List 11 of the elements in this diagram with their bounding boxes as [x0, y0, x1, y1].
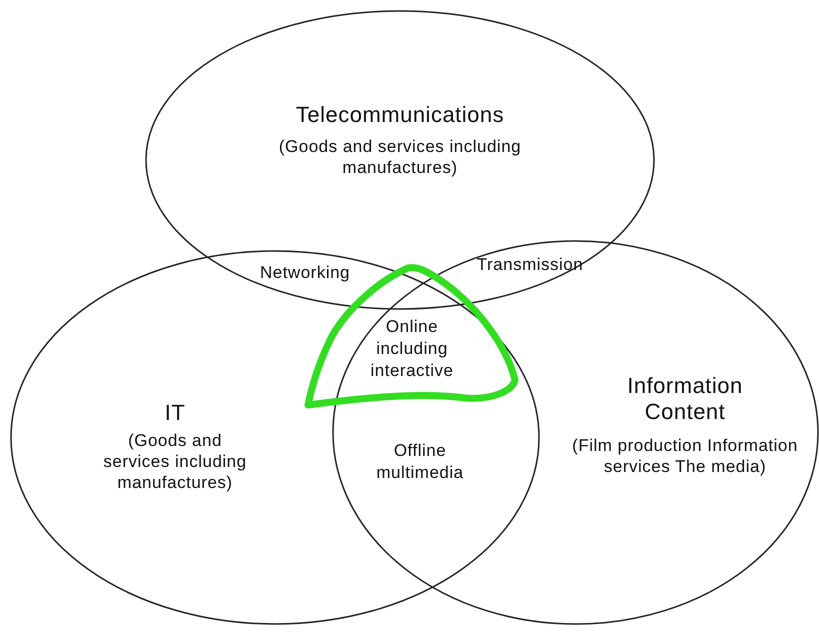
circle-description: (Goods and services including manufactures) — [278, 136, 522, 178]
circle-description: (Goods and services including manufactures) — [102, 430, 248, 493]
circle-heading: Information Content — [626, 373, 744, 425]
venn-circle — [145, 10, 655, 310]
region-label: Online including interactive — [370, 316, 454, 382]
region-label: Transmission — [476, 254, 584, 276]
circle-heading: Telecommunications — [294, 102, 506, 128]
circle-description: (Film production Information services The media) — [571, 435, 799, 477]
region-label: Networking — [258, 262, 352, 284]
circle-heading: IT — [164, 400, 186, 426]
region-label: Offline multimedia — [375, 440, 465, 484]
